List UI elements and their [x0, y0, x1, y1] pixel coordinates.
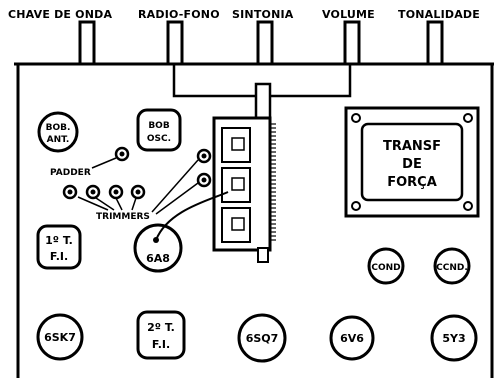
power-transformer — [344, 106, 480, 218]
tube-5y3-socket — [430, 314, 478, 362]
first-if-label-2: F.I. — [50, 250, 68, 263]
transformer-label-3: FORÇA — [387, 175, 437, 190]
shaft-radio-phono — [166, 20, 184, 66]
tube-6v6-socket — [329, 315, 375, 361]
antenna-coil — [37, 111, 79, 153]
label-tuning: SINTONIA — [232, 8, 294, 21]
tube-6a8-label: 6A8 — [146, 252, 170, 265]
shaft-wave-switch — [78, 20, 96, 66]
shaft-tuning — [256, 20, 274, 66]
tube-6sk7-label: 6SK7 — [44, 331, 76, 344]
label-volume: VOLUME — [322, 8, 375, 21]
oscillator-coil-label-2: OSC. — [147, 134, 171, 144]
antenna-coil-label-1: BOB. — [46, 123, 71, 133]
label-wave-switch: CHAVE DE ONDA — [8, 8, 112, 21]
first-if-label-1: 1º T. — [45, 234, 73, 247]
capacitor-ccnd — [433, 247, 471, 285]
tube-6sq7-label: 6SQ7 — [246, 332, 279, 345]
capacitor-cond — [367, 247, 405, 285]
padder-trimmer — [114, 146, 130, 162]
second-if-label-1: 2º T. — [147, 321, 175, 334]
tuning-capacitor — [212, 82, 276, 263]
antenna-coil-label-2: ANT. — [47, 135, 70, 145]
tube-6sk7-socket — [36, 313, 84, 361]
label-radio-phono: RADIO-FONO — [138, 8, 220, 21]
trimmer-leaders — [77, 159, 199, 215]
oscillator-coil — [136, 108, 182, 152]
second-if-transformer — [136, 310, 186, 360]
capacitor-cond-label: COND — [371, 263, 400, 273]
tube-6a8-socket — [133, 191, 229, 273]
label-tone: TONALIDADE — [398, 8, 480, 21]
transformer-label-2: DE — [402, 157, 422, 172]
padder-leader — [91, 157, 117, 169]
tube-5y3-label: 5Y3 — [442, 332, 465, 345]
tube-6v6-label: 6V6 — [340, 332, 364, 345]
shaft-tone — [426, 20, 444, 66]
padder-label: PADDER — [50, 168, 91, 178]
shaft-volume — [343, 20, 361, 66]
second-if-label-2: F.I. — [152, 338, 170, 351]
first-if-transformer — [36, 224, 82, 270]
oscillator-coil-label-1: BOB — [148, 121, 170, 131]
tube-6sq7-socket — [237, 313, 287, 363]
transformer-label-1: TRANSF — [383, 139, 441, 154]
capacitor-ccnd-label: CCND. — [436, 263, 468, 273]
trimmers-label: TRIMMERS — [96, 212, 150, 222]
